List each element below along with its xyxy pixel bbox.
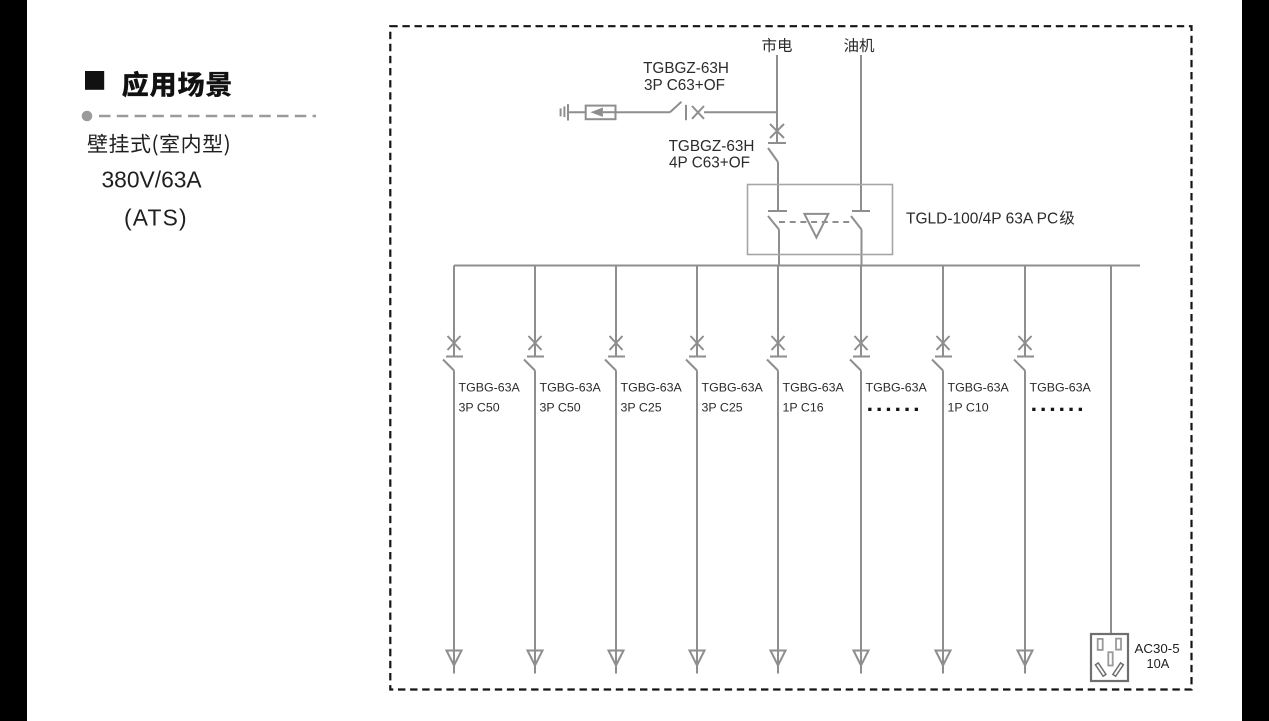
svg-text:TGBG-63A: TGBG-63A <box>459 381 521 395</box>
svg-text:TGBG-63A: TGBG-63A <box>783 381 845 395</box>
svg-text:1P C10: 1P C10 <box>948 401 989 415</box>
svg-text:TGBG-63A: TGBG-63A <box>948 381 1010 395</box>
svg-text:TGBG-63A: TGBG-63A <box>540 381 602 395</box>
svg-text:TGBG-63A: TGBG-63A <box>621 381 683 395</box>
svg-text:TGBG-63A: TGBG-63A <box>866 381 928 395</box>
svg-text:1P C16: 1P C16 <box>783 401 824 415</box>
svg-text:AC30-5: AC30-5 <box>1135 641 1180 656</box>
svg-text:3P C63+OF: 3P C63+OF <box>644 77 725 94</box>
svg-text:3P C50: 3P C50 <box>459 401 500 415</box>
svg-text:10A: 10A <box>1147 656 1170 671</box>
svg-text:TGBGZ-63H: TGBGZ-63H <box>669 138 755 155</box>
svg-text:TGBG-63A: TGBG-63A <box>702 381 764 395</box>
svg-text:TGBGZ-63H: TGBGZ-63H <box>643 60 729 77</box>
svg-text:4P C63+OF: 4P C63+OF <box>669 155 750 172</box>
svg-text:TGBG-63A: TGBG-63A <box>1030 381 1092 395</box>
svg-text:(ATS): (ATS) <box>124 205 188 231</box>
svg-text:380V/63A: 380V/63A <box>102 167 203 193</box>
svg-text:3P C25: 3P C25 <box>702 401 743 415</box>
svg-text:3P C25: 3P C25 <box>621 401 662 415</box>
svg-text:3P C50: 3P C50 <box>540 401 581 415</box>
svg-text:TGLD-100/4P 63A PC: TGLD-100/4P 63A PC <box>906 211 1058 228</box>
